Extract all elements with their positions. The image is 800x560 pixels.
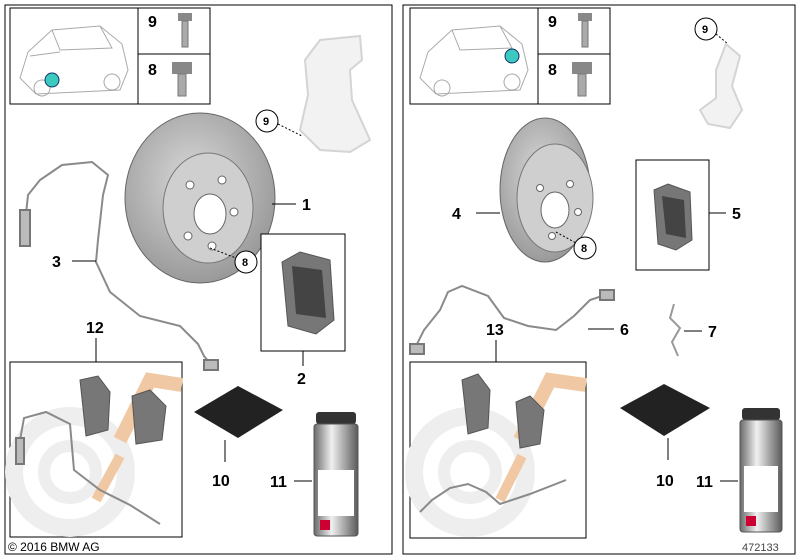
kit-sensor-icon-right [419,479,567,513]
right-locator-box: 9 8 [409,7,611,105]
car-outline-icon [19,25,129,97]
label-9-box: 9 [148,14,157,31]
label-8-callout-right: 8 [581,243,587,255]
image-number: 472133 [742,542,779,554]
left-panel-frame [4,4,393,555]
spray-can-part-11 [313,412,359,537]
bolt-icon-right [578,13,592,48]
watermark-logo-icon [5,372,184,537]
car-outline-icon-right [419,25,529,97]
label-11-right: 11 [696,474,713,491]
wedge-part-10 [194,386,283,438]
wear-sensor-part-6 [409,284,615,355]
rear-caliper-carrier-part [698,42,744,130]
rear-axle-locator-icon [504,48,520,64]
label-12: 12 [86,320,104,337]
screw-icon [172,62,192,97]
label-13: 13 [486,322,504,339]
kit-sensor-icon [15,410,161,525]
kit-box-13 [405,361,587,539]
bolt-icon [178,13,192,48]
label-10: 10 [212,473,230,490]
label-9-callout: 9 [263,116,269,128]
label-4: 4 [452,206,461,223]
label-8-box-right: 8 [548,62,557,79]
label-11: 11 [270,474,287,491]
label-8-box: 8 [148,62,157,79]
rear-brake-disc-part-4 [499,117,594,263]
rear-spray-can-part-11 [739,408,783,533]
label-2: 2 [297,371,306,388]
label-8-callout: 8 [242,257,248,269]
label-1: 1 [302,197,311,214]
brake-disc-part-1 [124,112,276,284]
left-locator-box: 9 8 [9,7,211,105]
rear-brake-pad-part-5 [653,183,693,251]
caliper-carrier-part [298,34,372,154]
label-7: 7 [708,324,717,341]
label-3: 3 [52,254,61,271]
kit-box-12 [5,361,184,538]
spring-clip-part-7 [668,303,682,357]
label-9-box-right: 9 [548,14,557,31]
kit-pad-icon-right [461,373,545,449]
wear-sensor-part-3 [19,160,219,371]
copyright-text: © 2016 BMW AG [8,540,100,554]
front-axle-locator-icon [44,72,60,88]
screw-icon-right [572,62,592,97]
rear-wedge-part-10 [620,384,710,436]
label-5: 5 [732,206,741,223]
label-10-right: 10 [656,473,674,490]
rear-pad-box [635,159,710,271]
label-6: 6 [620,322,629,339]
label-9-callout-right: 9 [702,24,708,36]
right-panel-frame [402,4,796,555]
kit-pad-icon [79,375,167,445]
brake-pad-part-2 [281,251,335,335]
